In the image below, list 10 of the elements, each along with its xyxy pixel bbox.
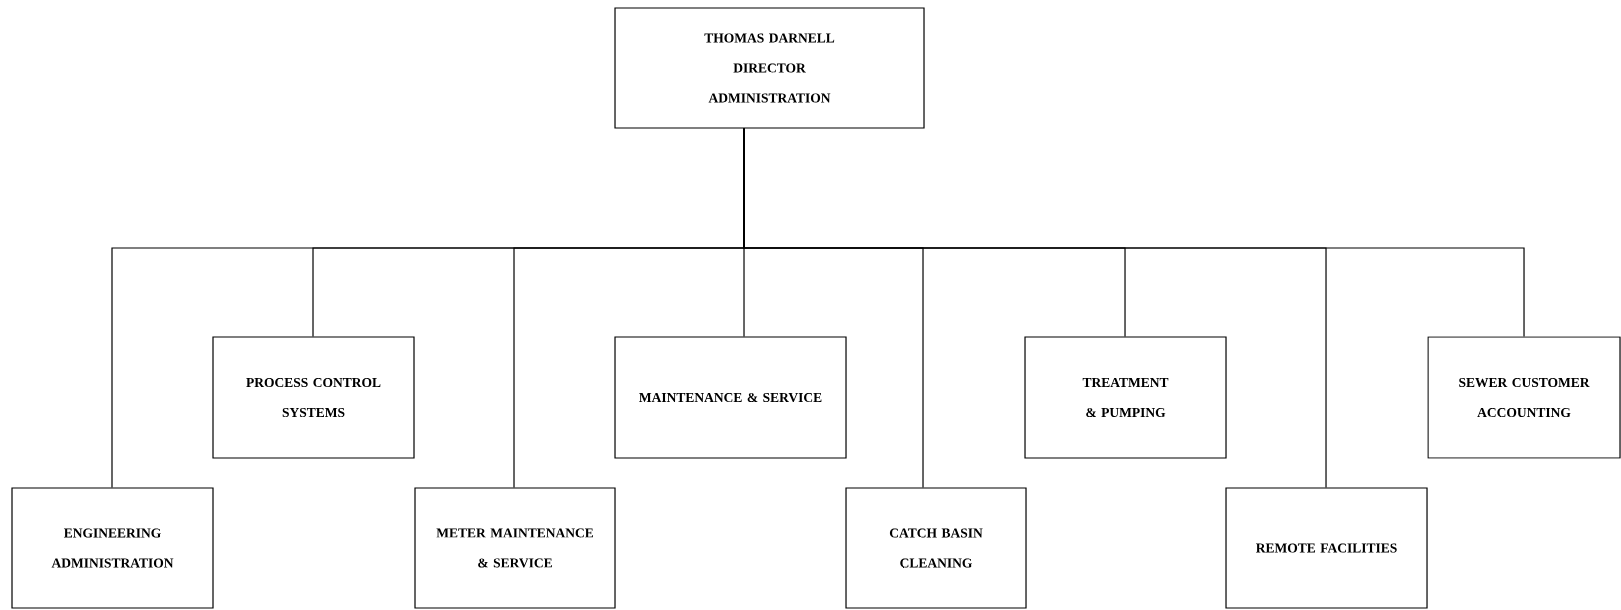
org-box: PROCESS CONTROL SYSTEMS	[212, 336, 415, 459]
org-box: MAINTENANCE & SERVICE	[614, 336, 847, 459]
org-box: REMOTE FACILITIES	[1225, 487, 1428, 609]
connector-line	[743, 128, 1525, 337]
org-box: CATCH BASIN CLEANING	[845, 487, 1027, 609]
org-box: ENGINEERING ADMINISTRATION	[11, 487, 214, 609]
org-box: SEWER CUSTOMER ACCOUNTING	[1427, 336, 1621, 459]
org-box: METER MAINTENANCE & SERVICE	[414, 487, 616, 609]
org-box: THOMAS DARNELL DIRECTOR ADMINISTRATION	[614, 7, 925, 129]
org-box: TREATMENT & PUMPING	[1024, 336, 1227, 459]
